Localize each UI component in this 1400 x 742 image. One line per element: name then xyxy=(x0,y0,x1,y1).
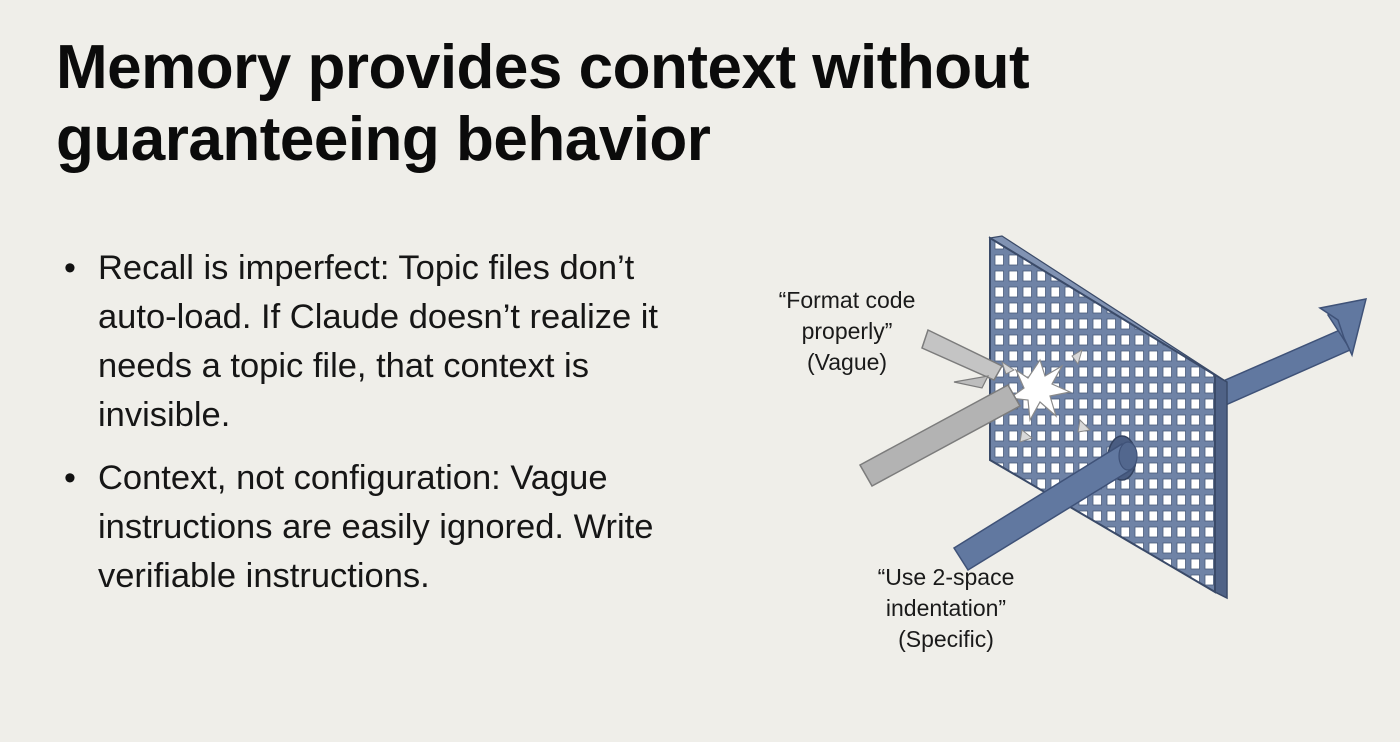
mesh-filter-icon xyxy=(989,236,1216,594)
vague-label-line2: properly” xyxy=(801,318,893,344)
specific-arrow-icon xyxy=(952,441,1138,572)
bullet-context: Context, not configuration: Vague instru… xyxy=(62,454,722,601)
bullet-recall-lead: Recall is imperfect: xyxy=(98,249,390,287)
specific-instruction-label: “Use 2-space indentation” (Specific) xyxy=(836,562,1056,655)
bullet-context-lead: Context, not configuration: xyxy=(98,459,501,497)
shatter-burst-icon xyxy=(1001,348,1092,443)
filter-illustration xyxy=(740,220,1390,670)
vague-label-line1: “Format code xyxy=(778,287,916,313)
bullet-context-text: Vague instructions are easily ignored. W… xyxy=(98,459,654,595)
filter-illustration-svg xyxy=(858,235,1368,600)
bullet-recall-text: Topic files don’t auto-load. If Claude d… xyxy=(98,249,659,434)
specific-label-line3: (Specific) xyxy=(898,626,994,652)
slide-title: Memory provides context without guarante… xyxy=(56,33,1030,174)
specific-label-line1: “Use 2-space xyxy=(877,564,1015,590)
vague-arrow-icon xyxy=(858,328,1022,488)
bullet-list: Recall is imperfect: Topic files don’t a… xyxy=(62,244,722,615)
bullet-recall: Recall is imperfect: Topic files don’t a… xyxy=(62,244,722,440)
specific-label-line2: indentation” xyxy=(885,595,1007,621)
vague-instruction-label: “Format code properly” (Vague) xyxy=(742,285,952,378)
mesh-edge xyxy=(1214,373,1228,600)
vague-label-line3: (Vague) xyxy=(806,349,888,375)
